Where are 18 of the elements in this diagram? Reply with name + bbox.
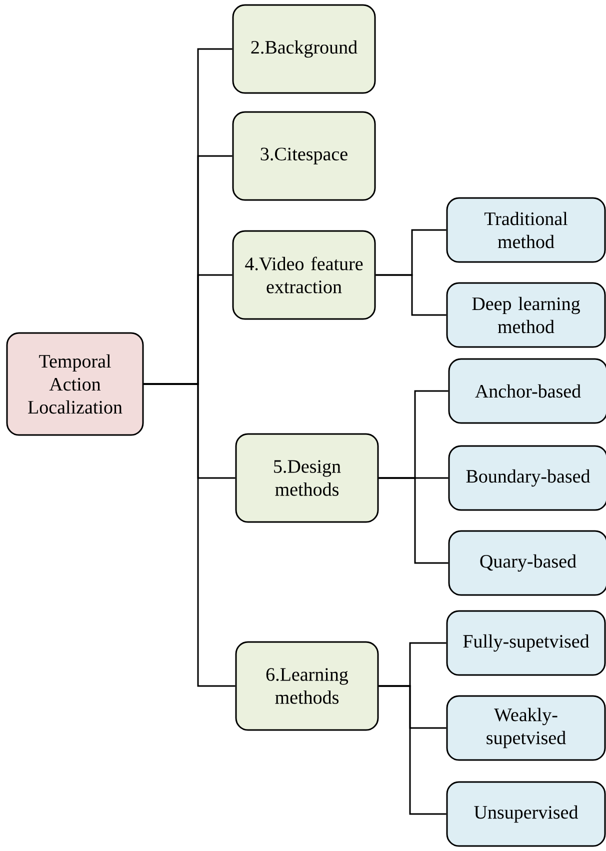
subtopic-box: Traditional method (446, 197, 606, 263)
section-box: 6.Learning methods (235, 641, 379, 731)
section-box: 3.Citespace (232, 111, 376, 201)
subtopic-box: Boundary-based (448, 445, 606, 511)
connector-line (378, 685, 446, 815)
connector-line (376, 274, 446, 316)
subtopic-box: Anchor-based (448, 358, 606, 424)
subtopic-box: Deep learning method (446, 282, 606, 348)
connector-line (144, 383, 236, 687)
section-box: 2.Background (232, 4, 376, 94)
subtopic-box: Unsupervised (446, 781, 606, 847)
subtopic-box: Weakly-supetvised (446, 695, 606, 761)
connector-line (378, 477, 448, 564)
topic-box: Temporal Action Localization (6, 332, 144, 436)
section-box: 4.Video feature extraction (232, 230, 376, 320)
subtopic-box: Fully-supetvised (446, 610, 606, 676)
subtopic-box: Quary-based (448, 530, 606, 596)
section-box: 5.Design methods (235, 433, 379, 523)
